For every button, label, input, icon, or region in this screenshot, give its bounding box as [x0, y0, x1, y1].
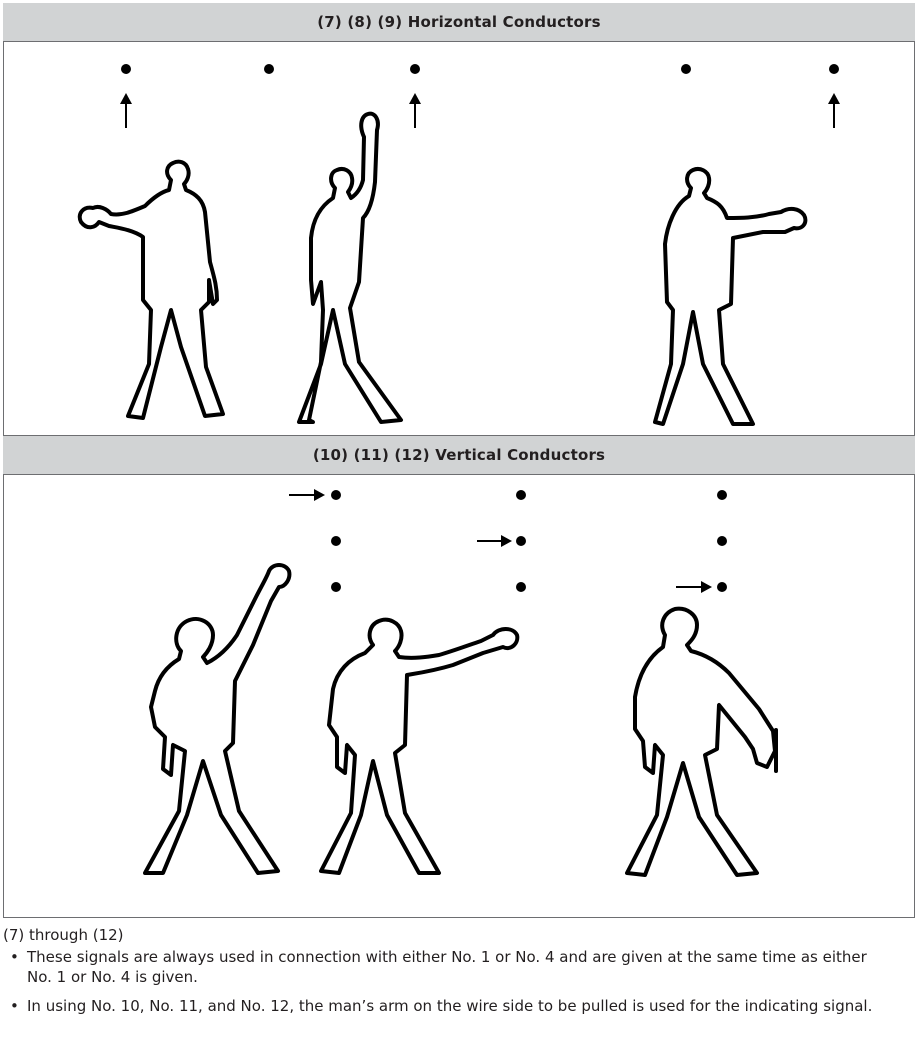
- notes-bullet: These signals are always used in connect…: [3, 947, 915, 987]
- notes-heading: (7) through (12): [3, 925, 915, 945]
- conductor-dot-1: [121, 64, 131, 74]
- conductor-dot-3: [410, 64, 420, 74]
- vertical-figures: [3, 475, 915, 918]
- signalman-figure-11: [321, 620, 517, 873]
- signalman-figure-10: [145, 565, 289, 873]
- right-arrow-icon: [477, 535, 512, 547]
- conductor-dot-bottom: [516, 582, 526, 592]
- section-header-vertical: (10) (11) (12) Vertical Conductors: [3, 435, 915, 475]
- conductor-dot-2: [264, 64, 274, 74]
- conductor-dot-middle: [516, 536, 526, 546]
- up-arrow-icon: [409, 93, 421, 128]
- up-arrow-icon: [828, 93, 840, 128]
- conductor-dot-middle: [717, 536, 727, 546]
- conductor-dot-top: [331, 490, 341, 500]
- notes-list: These signals are always used in connect…: [3, 947, 915, 1016]
- conductor-dot-top: [717, 490, 727, 500]
- signalman-figure-8: [299, 114, 401, 422]
- conductor-dot-bottom: [717, 582, 727, 592]
- right-arrow-icon: [676, 581, 712, 593]
- up-arrow-icon: [120, 93, 132, 128]
- horizontal-conductors-panel: [3, 42, 915, 435]
- signalman-figure-12: [627, 609, 775, 875]
- vertical-conductors-panel: [3, 475, 915, 918]
- section-header-horizontal: (7) (8) (9) Horizontal Conductors: [3, 3, 915, 42]
- notes-bullet: In using No. 10, No. 11, and No. 12, the…: [3, 996, 915, 1016]
- conductor-dot-bottom: [331, 582, 341, 592]
- notes-section: (7) through (12) These signals are alway…: [3, 921, 915, 1025]
- horizontal-figures: [3, 42, 915, 435]
- signalman-figure-7: [80, 162, 223, 418]
- conductor-dot-5: [829, 64, 839, 74]
- conductor-dot-middle: [331, 536, 341, 546]
- signalman-figure-9: [655, 169, 805, 424]
- conductor-dot-4: [681, 64, 691, 74]
- conductor-dot-top: [516, 490, 526, 500]
- signal-sheet: (7) (8) (9) Horizontal Conductors: [3, 3, 915, 1055]
- right-arrow-icon: [289, 489, 325, 501]
